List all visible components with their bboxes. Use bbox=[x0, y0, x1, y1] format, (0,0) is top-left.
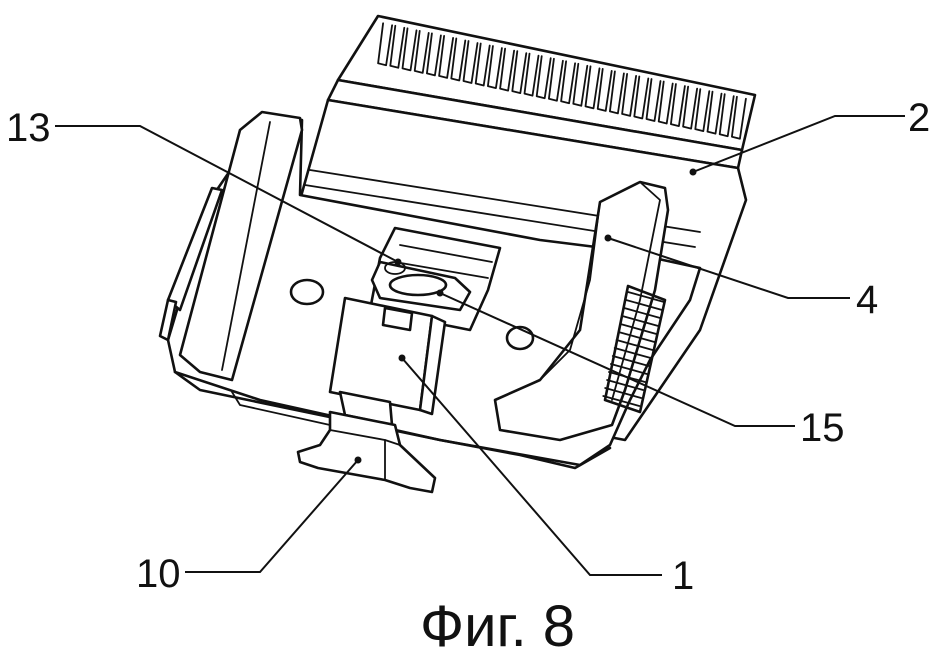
leader-10 bbox=[185, 459, 359, 573]
blade-teeth bbox=[377, 22, 747, 140]
spring-coil-turn bbox=[617, 331, 656, 343]
label-13: 13 bbox=[6, 106, 51, 150]
blade-tooth bbox=[499, 47, 515, 92]
blade-tooth bbox=[718, 93, 735, 138]
blade-tooth bbox=[523, 52, 540, 97]
blade-tooth bbox=[389, 24, 406, 69]
blade-tooth bbox=[401, 27, 418, 72]
leader-13 bbox=[55, 125, 399, 263]
blade-tooth bbox=[584, 65, 601, 110]
blade-tooth bbox=[572, 62, 589, 107]
spring-coil-turn bbox=[619, 323, 658, 335]
blade-tooth bbox=[645, 78, 662, 122]
blade-tooth bbox=[694, 88, 711, 133]
blade-tooth bbox=[731, 95, 747, 140]
label-10: 10 bbox=[136, 552, 181, 596]
label-2: 2 bbox=[908, 96, 931, 140]
spring-coil-turn bbox=[623, 307, 662, 319]
blade-tooth bbox=[609, 70, 625, 115]
leader-4 bbox=[607, 237, 850, 299]
blade-tooth bbox=[633, 75, 650, 120]
blade-tooth bbox=[426, 32, 442, 77]
spring-coil-turn bbox=[625, 299, 663, 311]
blade-tooth bbox=[377, 22, 393, 67]
spring-coil bbox=[602, 291, 665, 407]
spring-coil-turn bbox=[627, 291, 665, 303]
blade-tooth bbox=[682, 85, 698, 130]
mount-hole-left bbox=[289, 278, 325, 306]
spring-coil-turn bbox=[621, 315, 660, 327]
blade-tooth bbox=[462, 40, 479, 84]
figure-caption: Фиг. 8 bbox=[420, 594, 576, 659]
leader-lines bbox=[55, 115, 905, 576]
label-4: 4 bbox=[856, 278, 879, 322]
foot-handle bbox=[296, 410, 437, 494]
blade-tooth bbox=[621, 73, 637, 117]
blade-tooth bbox=[670, 83, 686, 127]
blade-tooth bbox=[706, 90, 723, 135]
spring-coil-turn bbox=[606, 379, 644, 391]
spring-coil-turn bbox=[604, 387, 643, 399]
spring-coil-turn bbox=[610, 363, 648, 375]
spring-coil-turn bbox=[615, 339, 654, 351]
blade-tooth bbox=[535, 55, 552, 100]
leader-2 bbox=[692, 115, 905, 173]
spring-coil-turn bbox=[602, 395, 641, 407]
blade-tooth bbox=[560, 60, 576, 105]
blade-tooth bbox=[474, 42, 491, 87]
leader-15 bbox=[439, 292, 795, 427]
blade-tooth bbox=[511, 50, 528, 95]
blade-tooth bbox=[438, 35, 454, 79]
leader-1 bbox=[401, 357, 662, 576]
mount-hole-right bbox=[505, 325, 535, 351]
blade-tooth bbox=[487, 45, 503, 89]
spring-coil-turn bbox=[613, 347, 652, 359]
blade-tooth bbox=[548, 57, 564, 102]
label-15: 15 bbox=[800, 406, 845, 450]
spring-coil-turn bbox=[611, 355, 650, 367]
blade-tooth bbox=[450, 37, 467, 82]
blade-tooth bbox=[413, 29, 430, 74]
blade-tooth bbox=[657, 80, 674, 125]
label-1: 1 bbox=[672, 554, 695, 598]
blade-tooth bbox=[596, 67, 613, 112]
